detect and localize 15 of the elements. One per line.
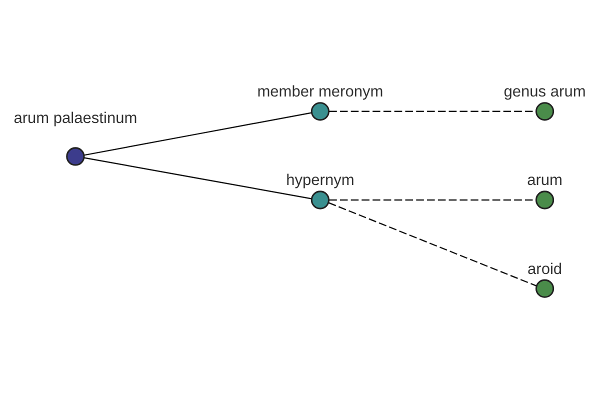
node-label: member meronym <box>257 84 384 101</box>
connector <box>84 157 312 200</box>
node-label: arum <box>527 172 562 190</box>
connector <box>328 202 537 286</box>
node-label: arum palaestinum <box>14 110 138 128</box>
node-label: aroid <box>528 260 562 278</box>
node-circle <box>310 102 330 121</box>
node-circle <box>66 147 85 166</box>
node-circle <box>310 190 330 210</box>
node-circle <box>535 279 554 298</box>
node-circle <box>535 190 554 210</box>
node-circle <box>535 102 554 121</box>
node-label: hypernym <box>286 172 354 190</box>
node-label: genus arum <box>504 84 586 101</box>
connector <box>84 112 312 156</box>
